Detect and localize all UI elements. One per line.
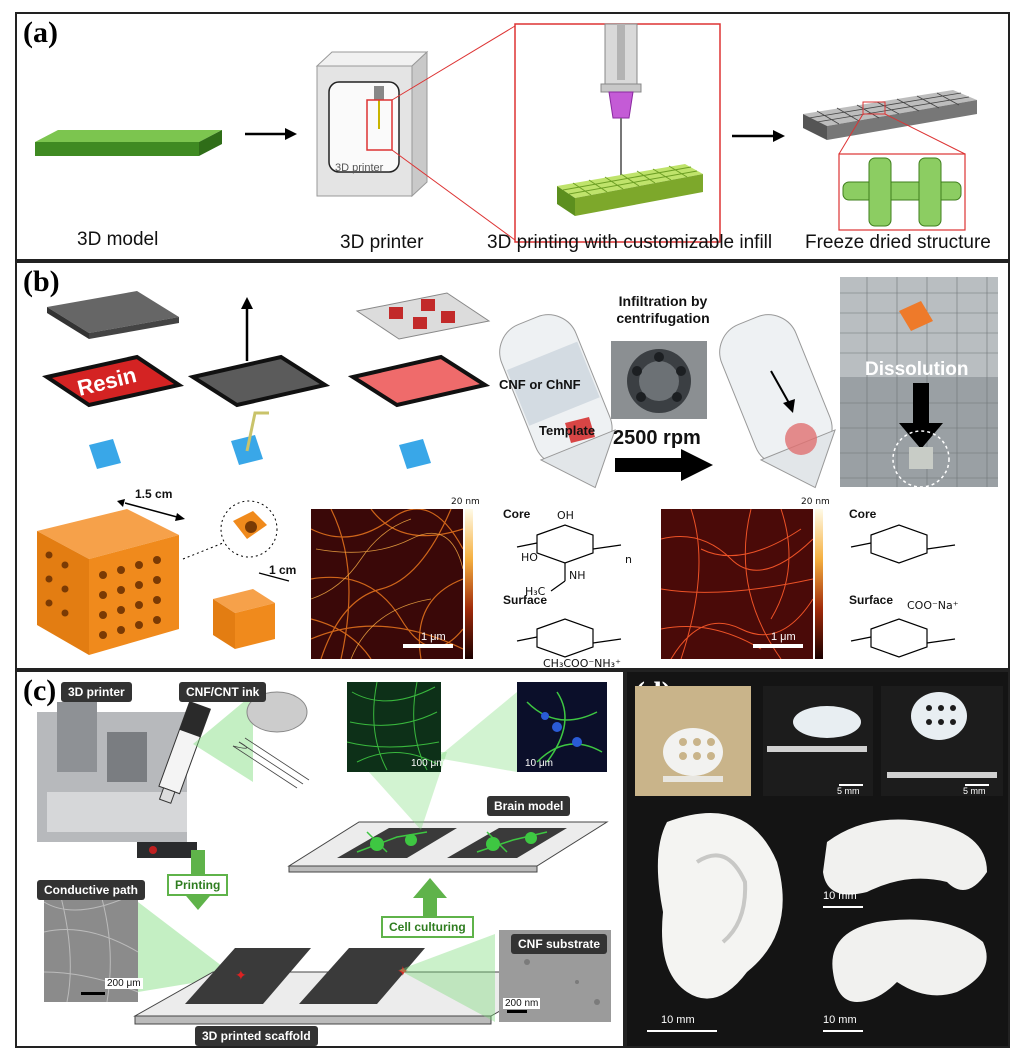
tag-printing: Printing	[167, 874, 229, 896]
afm-colorbar-2	[815, 509, 823, 659]
panel-a-label: (a)	[23, 16, 58, 49]
afm-scale-1: 1 μm	[421, 631, 446, 643]
size-15cm-label: 1.5 cm	[135, 487, 173, 501]
panel-a: (a)	[15, 12, 1010, 261]
cellulose-surface-group: COO⁻Na⁺	[907, 599, 959, 612]
panel-c-label: (c)	[23, 674, 57, 707]
panel-a-illustrations	[35, 23, 977, 243]
scale-5mm-a: 5 mm	[837, 786, 860, 796]
tag-3d-printer: 3D printer	[61, 682, 132, 702]
tag-cnf-substrate: CNF substrate	[511, 934, 608, 954]
scale-10mm-ear: 10 mm	[661, 1014, 695, 1026]
orange-lattice-cube	[37, 509, 179, 655]
tag-brain-model: Brain model	[487, 796, 571, 816]
panel-d-photos	[635, 686, 1003, 1032]
chitin-oh: OH	[557, 509, 574, 522]
template-label: Template	[539, 423, 596, 438]
tag-3d-printed-scaffold: 3D printed scaffold	[195, 1026, 318, 1046]
printer-box-label: 3D printer	[335, 162, 384, 174]
afm-max-1: 20 nm	[451, 497, 480, 507]
rpm-label: 2500 rpm	[613, 427, 701, 449]
cellulose-surface-label: Surface	[849, 593, 894, 607]
scale-5mm-b: 5 mm	[963, 786, 986, 796]
caption-3d-printer: 3D printer	[340, 232, 424, 253]
svg-text:✦: ✦	[235, 967, 247, 983]
scale-100um: 100 μm	[411, 758, 445, 769]
chitin-surface-group: CH₃COO⁻NH₃⁺	[543, 657, 621, 670]
tag-ink: CNF/CNT ink	[179, 682, 267, 702]
scale-10mm-blob2: 10 mm	[823, 1014, 857, 1026]
chitin-n: n	[625, 553, 632, 566]
size-1cm-label: 1 cm	[269, 563, 297, 577]
afm-colorbar-1	[465, 509, 473, 659]
cellulose-core-label: Core	[849, 507, 877, 521]
caption-printing-infill: 3D printing with customizable infill	[487, 232, 773, 253]
cnf-chnf-label: CNF or ChNF	[499, 377, 581, 392]
panel-c: (c)	[15, 670, 625, 1048]
chitin-ch3: H₃C	[525, 585, 546, 598]
tag-conductive-path: Conductive path	[37, 880, 146, 900]
afm-image-chnf	[311, 509, 463, 659]
infiltration-label: Infiltration by centrifugation	[616, 293, 710, 326]
scale-10mm-blob1: 10 mm	[823, 890, 857, 902]
scale-200nm: 200 nm	[503, 998, 541, 1009]
panel-c-illustrations: ✦ ✦	[37, 681, 611, 1025]
green-model-slab	[35, 130, 222, 156]
scale-200um: 200 μm	[105, 978, 143, 989]
svg-text:✦: ✦	[397, 963, 409, 979]
chitin-core-label: Core	[503, 507, 531, 521]
panel-b: (b)	[15, 261, 1010, 670]
chitin-nh: NH	[569, 569, 586, 582]
caption-freeze-dried: Freeze dried structure	[805, 232, 991, 253]
freeze-dried-block	[803, 90, 977, 140]
afm-scale-2: 1 μm	[771, 631, 796, 643]
dissolution-label: Dissolution	[865, 359, 969, 380]
panel-b-label: (b)	[23, 265, 60, 298]
chitin-ho: HO	[521, 551, 538, 564]
afm-max-2: 20 nm	[801, 497, 830, 507]
panel-d: (d) 5 mm 5 mm 10 mm 10 mm 10 mm	[625, 670, 1010, 1048]
chitin-surface-label: Surface	[503, 593, 548, 607]
caption-3d-model: 3D model	[77, 229, 159, 250]
scale-10um: 10 μm	[525, 758, 553, 769]
panel-b-illustrations	[37, 277, 998, 658]
printer-box	[315, 50, 429, 198]
afm-image-cnf	[661, 509, 813, 659]
tag-cell-culturing: Cell culturing	[381, 916, 474, 938]
